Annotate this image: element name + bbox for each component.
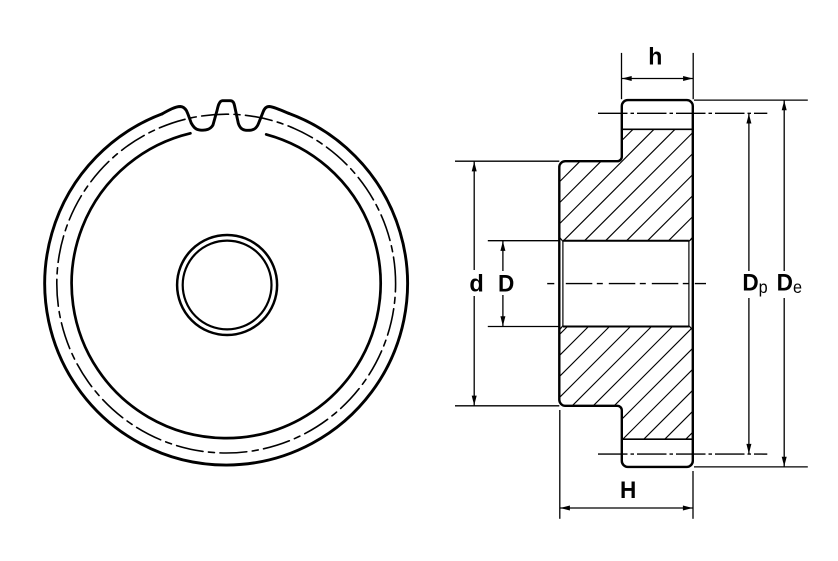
svg-text:D: D <box>498 270 514 297</box>
svg-text:H: H <box>620 476 636 503</box>
svg-text:h: h <box>648 44 662 71</box>
svg-text:d: d <box>469 270 483 297</box>
